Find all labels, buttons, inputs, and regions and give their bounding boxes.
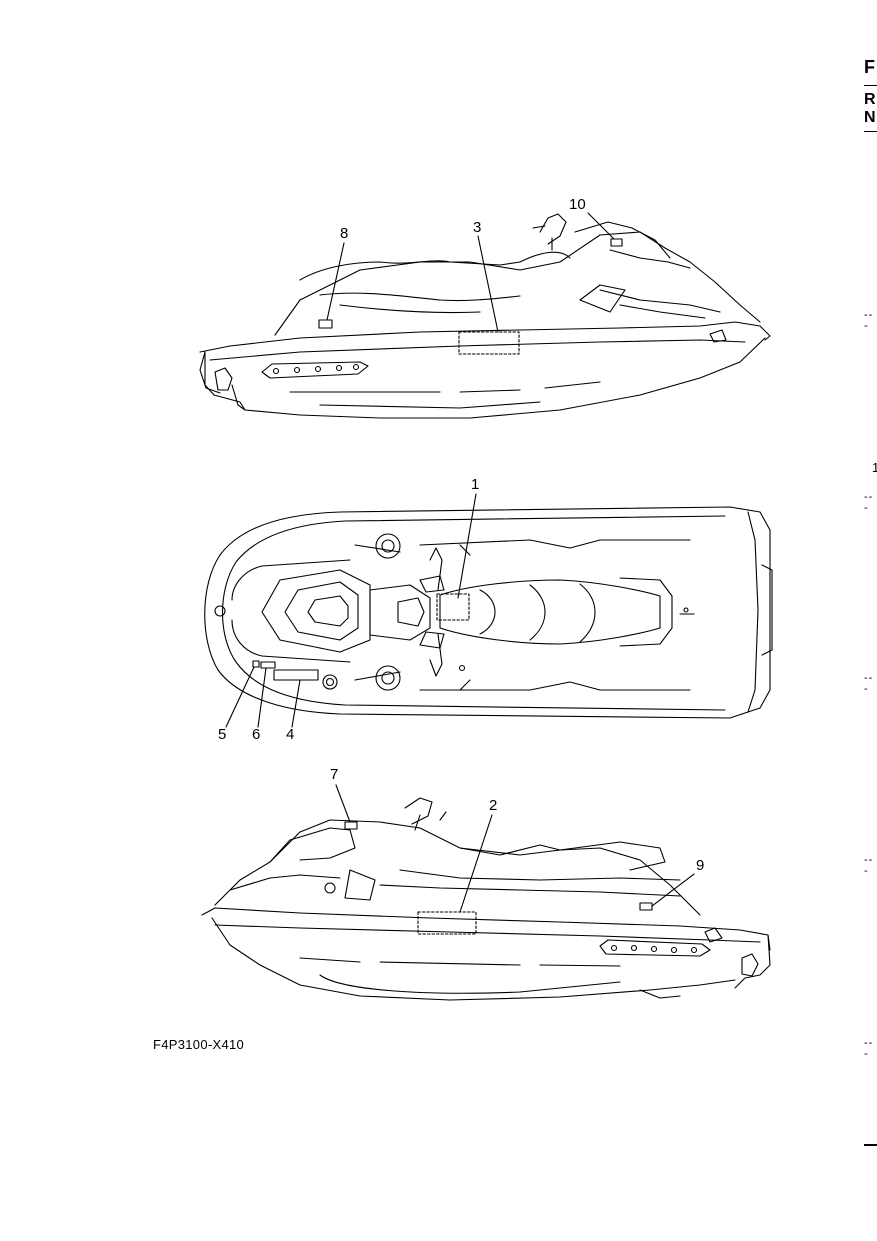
edge-dash-mark: --- — [864, 672, 874, 695]
edge-tab-rule — [864, 131, 877, 132]
edge-tab-rule — [864, 1144, 877, 1146]
edge-tab-letter-r: R — [864, 91, 876, 108]
callout-number-3: 3 — [473, 219, 482, 236]
callout-number-10: 10 — [569, 196, 586, 213]
edge-dash-mark: --- — [864, 854, 874, 877]
callout-number-4: 4 — [286, 726, 295, 743]
edge-tab-rule — [864, 85, 877, 86]
side-view-starboard — [199, 212, 771, 419]
edge-dash-mark: --- — [864, 1037, 874, 1060]
edge-dash-mark: --- — [864, 309, 874, 332]
figure-part-code: F4P3100-X410 — [153, 1037, 245, 1052]
callout-number-6: 6 — [252, 726, 261, 743]
callout-number-2: 2 — [489, 797, 498, 814]
edge-page-marker: 1 — [872, 460, 877, 475]
edge-tab-letter-n: N — [864, 109, 876, 126]
callout-number-7: 7 — [330, 766, 339, 783]
callout-number-5: 5 — [218, 726, 227, 743]
edge-dash-mark: --- — [864, 491, 874, 514]
top-view — [204, 493, 773, 728]
edge-tab-letter-f: F — [864, 57, 875, 77]
side-view-port — [201, 784, 771, 1001]
callout-number-8: 8 — [340, 225, 349, 242]
callout-number-9: 9 — [696, 857, 705, 874]
callout-number-1: 1 — [471, 476, 480, 493]
